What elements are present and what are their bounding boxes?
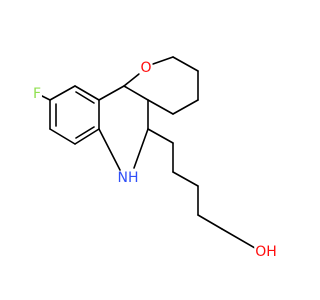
bond <box>172 56 199 72</box>
bond <box>98 85 125 101</box>
bond <box>74 128 100 145</box>
bond <box>123 85 149 101</box>
bond <box>49 128 76 145</box>
bond <box>172 99 199 115</box>
bond <box>74 85 100 101</box>
hydroxyl-atom-label: OH <box>254 244 278 260</box>
fluorine-atom-label: F <box>31 86 43 102</box>
bond <box>197 214 223 230</box>
bond <box>49 85 76 101</box>
amine-atom-label: NH <box>116 170 140 186</box>
bond-skeleton <box>41 56 256 249</box>
bond <box>147 128 174 144</box>
bond <box>152 56 174 65</box>
bond <box>221 228 256 249</box>
nitrogen-symbol: N <box>117 170 128 186</box>
double-bond-inner <box>75 91 95 104</box>
bond <box>147 99 174 115</box>
bond <box>41 95 51 101</box>
bond <box>123 73 140 87</box>
hydrogen-symbol: H <box>127 170 139 186</box>
bond <box>98 128 121 171</box>
bond <box>133 128 149 169</box>
molecule-diagram: F O NH OH <box>31 56 278 260</box>
bond <box>172 171 199 187</box>
ring-oxygen-atom-label: O <box>139 60 153 76</box>
double-bond-inner <box>75 126 95 139</box>
